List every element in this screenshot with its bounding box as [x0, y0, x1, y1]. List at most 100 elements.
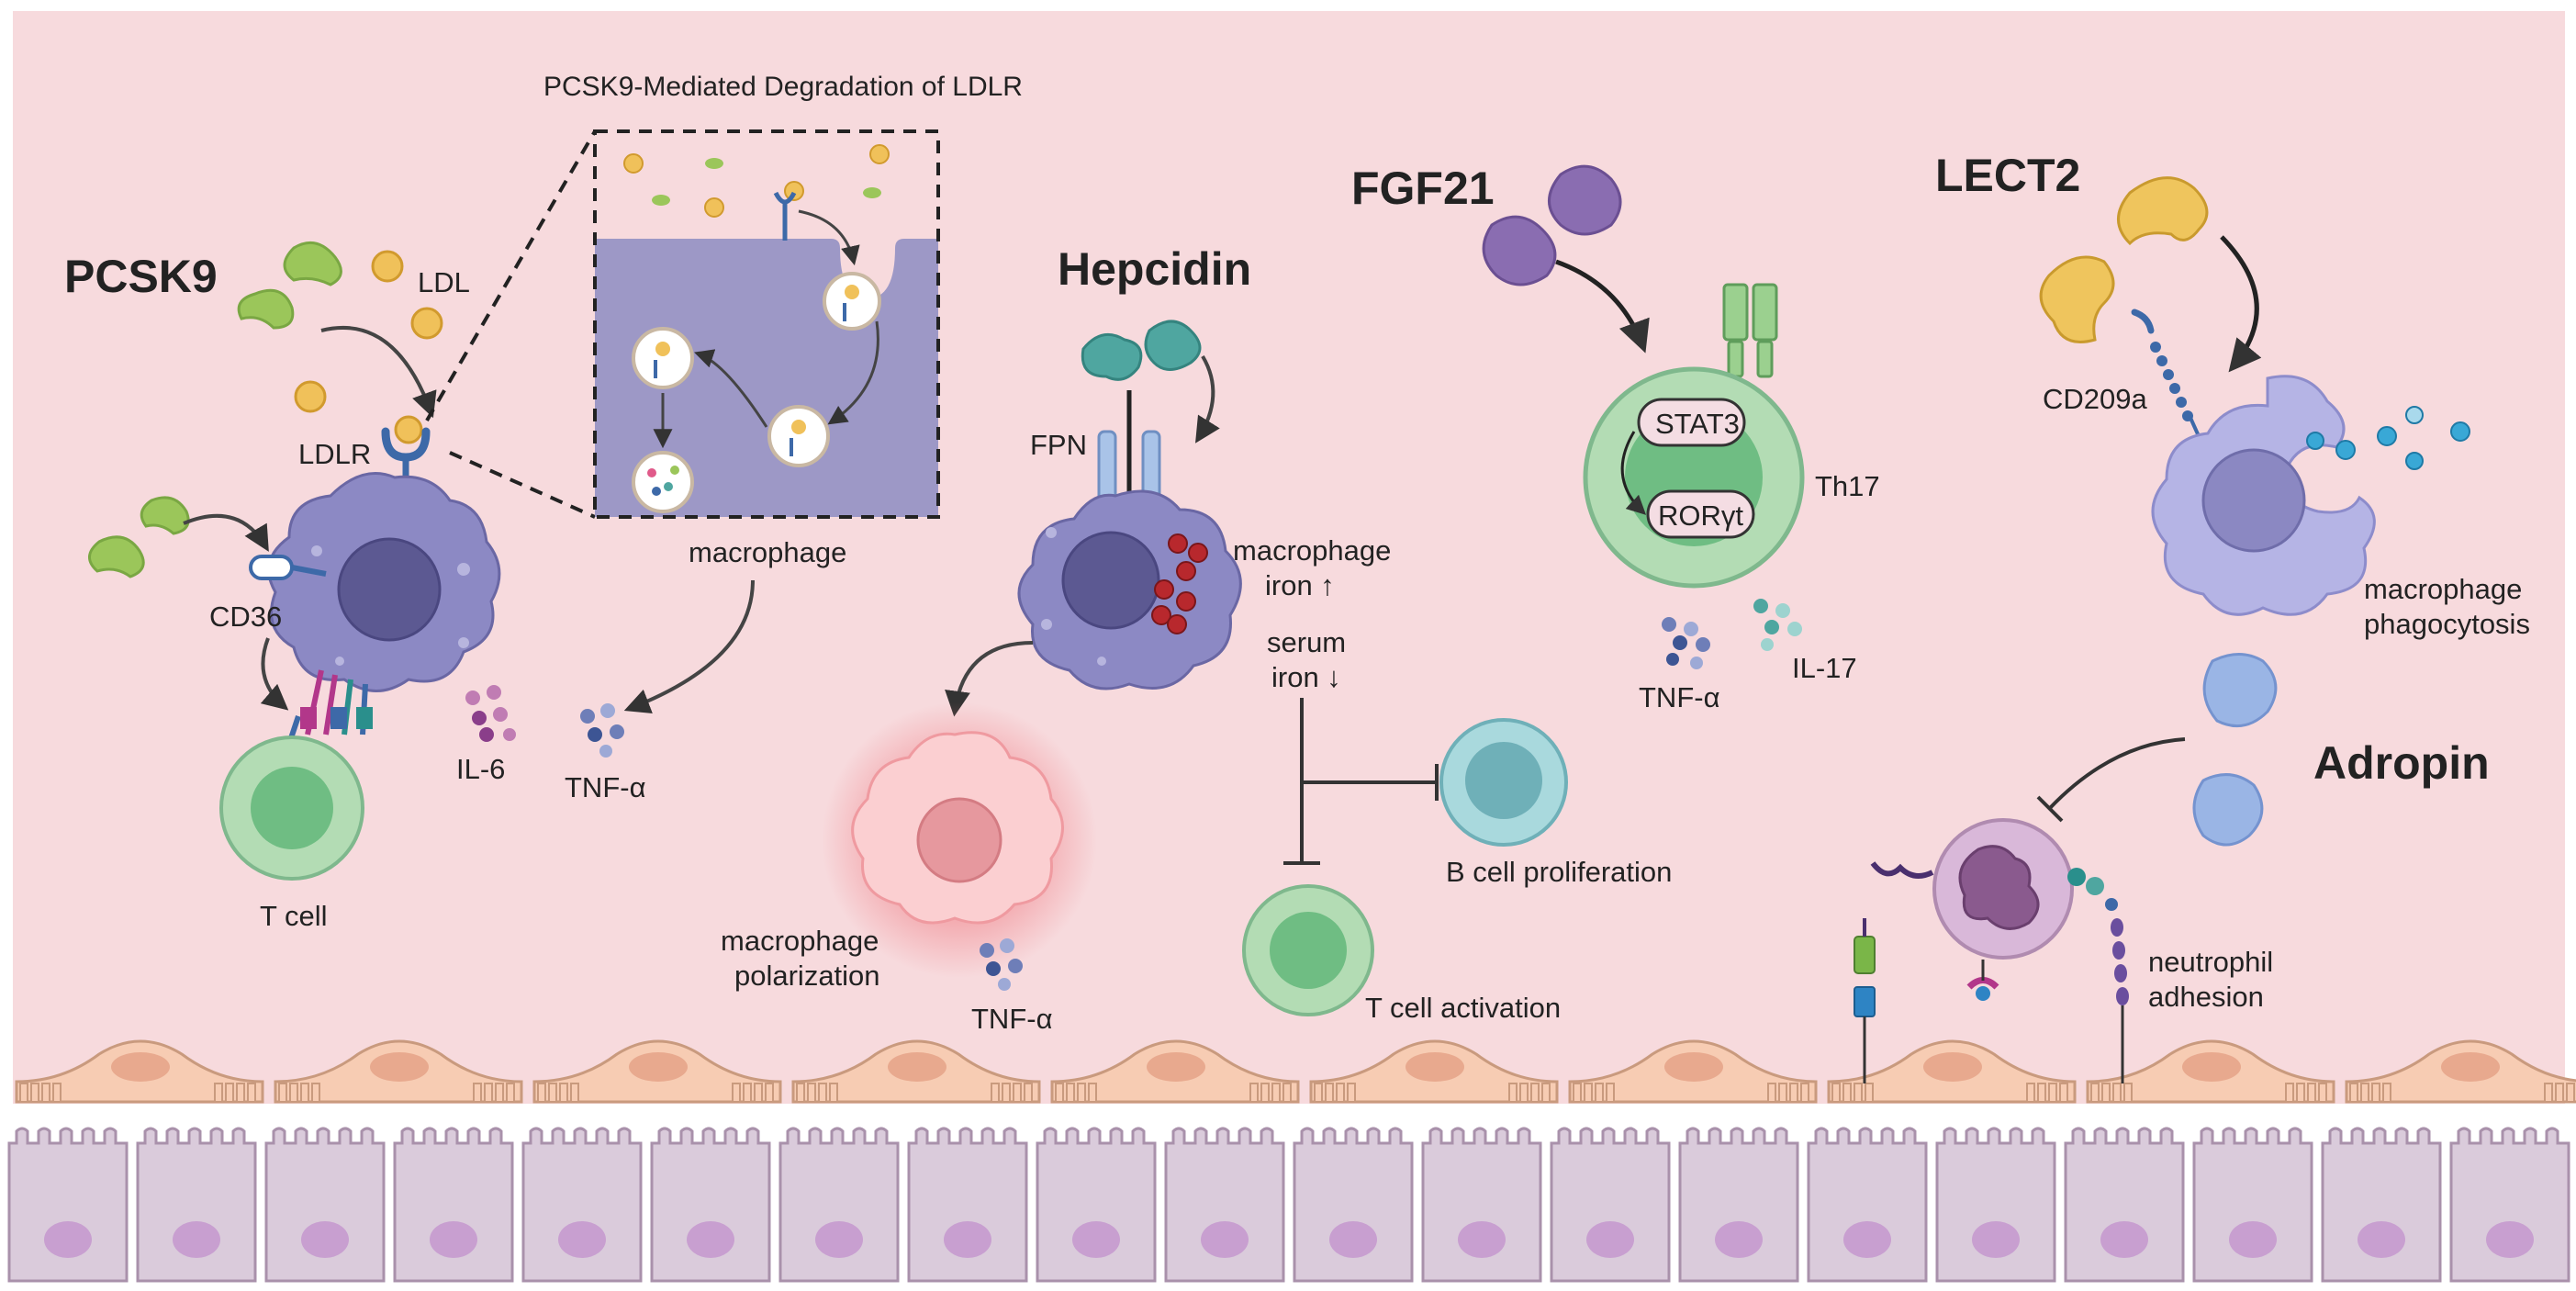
arrow-icon	[623, 579, 755, 714]
fpn-label: FPN	[1030, 429, 1087, 461]
arrow-icon	[1555, 259, 1650, 354]
tcell-activation-label: T cell activation	[1365, 992, 1561, 1024]
epithelial-cell	[521, 1127, 643, 1283]
cd36-receptor-icon	[249, 555, 327, 580]
bcell-label: B cell proliferation	[1446, 856, 1672, 888]
fgf21-title: FGF21	[1351, 163, 1495, 214]
macrophage-iron-label: macrophage iron ↑	[1233, 534, 1399, 601]
inset-endosome	[632, 272, 881, 513]
macrophage-iron-line: macrophage	[1233, 534, 1391, 567]
lect2-title: LECT2	[1935, 150, 2080, 201]
b-cell	[1439, 718, 1568, 847]
stat3-box	[1637, 398, 1746, 447]
arrow-icon	[260, 637, 289, 711]
phagocytosis-line: macrophage	[2364, 573, 2522, 605]
arrow-icon	[183, 513, 269, 552]
epithelial-cell	[393, 1127, 514, 1283]
pcsk9-protein-icon	[88, 241, 342, 578]
il6-label: IL-6	[456, 753, 505, 785]
hepcidin-tnf-label: TNF-α	[971, 1003, 1053, 1035]
polarization-line: macrophage	[721, 925, 879, 957]
epithelial-cell	[1421, 1127, 1542, 1283]
polarization-label: macrophage polarization	[721, 925, 887, 992]
stat3-label: STAT3	[1655, 408, 1740, 440]
endothelial-cell	[532, 1039, 782, 1104]
phagocytosis-particle-icon	[2306, 406, 2470, 470]
il17-label: IL-17	[1792, 652, 1857, 684]
epithelial-cell	[136, 1127, 257, 1283]
hepcidin-title: Hepcidin	[1058, 243, 1251, 295]
ldl-particle-icon	[294, 250, 443, 444]
polarization-line: polarization	[734, 960, 880, 992]
rorgt-label: RORγt	[1658, 500, 1743, 532]
il6-cytokine-icon	[465, 685, 516, 742]
rorgt-box	[1646, 489, 1755, 539]
inset-zoom-line	[425, 129, 597, 422]
il17-cytokine-icon	[1753, 599, 1802, 651]
fgf21-tnf-label: TNF-α	[1639, 681, 1720, 713]
epithelial-cell	[650, 1127, 771, 1283]
lect2-protein-icon	[2039, 176, 2209, 343]
epithelial-cell	[264, 1127, 386, 1283]
arrow-icon	[945, 641, 1034, 717]
macrophage-label: macrophage	[689, 536, 846, 568]
epithelial-cell	[2321, 1127, 2442, 1283]
fgf21-protein-icon	[1482, 164, 1622, 286]
cd209a-label: CD209a	[2043, 383, 2147, 415]
pcsk9-t-cell	[219, 735, 364, 881]
phagocytosis-line: phagocytosis	[2364, 608, 2530, 640]
endothelial-cell	[274, 1039, 523, 1104]
adhesion-line: adhesion	[2148, 981, 2264, 1013]
tcr-mhc-complex-icon	[286, 669, 373, 745]
tnf-cytokine-icon	[580, 703, 624, 758]
epithelial-cell	[778, 1127, 900, 1283]
epithelial-cell	[1550, 1127, 1671, 1283]
epithelial-cell	[1164, 1127, 1285, 1283]
macrophage-iron-line: iron ↑	[1265, 569, 1335, 601]
inset-ldl-icon	[623, 144, 890, 218]
serum-iron-line: serum	[1267, 626, 1346, 658]
adropin-protein-icon	[2192, 653, 2278, 847]
inset-pcsk9-icon	[652, 158, 881, 206]
neutrophil-cell	[1932, 818, 2074, 960]
inhibition-icon	[1283, 698, 1439, 865]
fpn-channel-icon	[1097, 430, 1161, 505]
endothelial-cell	[1050, 1039, 1300, 1104]
adhesion-label: neutrophil adhesion	[2148, 946, 2281, 1013]
epithelial-cell	[2192, 1127, 2313, 1283]
epithelial-layer	[7, 1127, 2570, 1283]
inset-zoom-line	[449, 451, 596, 519]
endothelial-cell	[1827, 1039, 2077, 1104]
arrow-icon	[2220, 235, 2262, 373]
iron-particle-icon	[1151, 533, 1208, 634]
pcsk9-tnf-label: TNF-α	[565, 771, 646, 803]
endothelial-cell	[15, 1039, 264, 1104]
fgf21-receptor-icon	[1722, 283, 1778, 378]
pcsk9-title: PCSK9	[64, 251, 218, 302]
adropin-title: Adropin	[2313, 737, 2490, 789]
epithelial-cell	[907, 1127, 1028, 1283]
inhibition-icon	[2036, 737, 2186, 823]
endothelial-layer	[15, 1039, 2576, 1104]
epithelial-cell	[2449, 1127, 2570, 1283]
ldlr-label: LDLR	[298, 438, 371, 470]
hepcidin-t-cell	[1242, 884, 1374, 1016]
endothelial-cell	[2345, 1039, 2576, 1104]
endothelial-cell	[1568, 1039, 1818, 1104]
tnf-cytokine-icon	[1662, 617, 1710, 669]
inset-title: PCSK9-Mediated Degradation of LDLR	[543, 72, 1023, 102]
tnf-cytokine-icon	[980, 938, 1023, 991]
epithelial-cell	[1293, 1127, 1414, 1283]
endothelial-cell	[1309, 1039, 1559, 1104]
cd36-label: CD36	[209, 601, 282, 633]
serum-iron-label: serum iron ↓	[1267, 626, 1354, 693]
arrow-icon	[827, 320, 879, 425]
adhesion-molecule-icon	[1854, 861, 2129, 1083]
arrow-icon	[1620, 431, 1647, 515]
phagocytosis-label: macrophage phagocytosis	[2364, 573, 2530, 640]
hepcidin-protein-icon	[1081, 320, 1202, 381]
endothelial-cell	[2086, 1039, 2335, 1104]
cd209a-receptor-icon	[2131, 309, 2201, 437]
arrow-icon	[694, 349, 768, 428]
